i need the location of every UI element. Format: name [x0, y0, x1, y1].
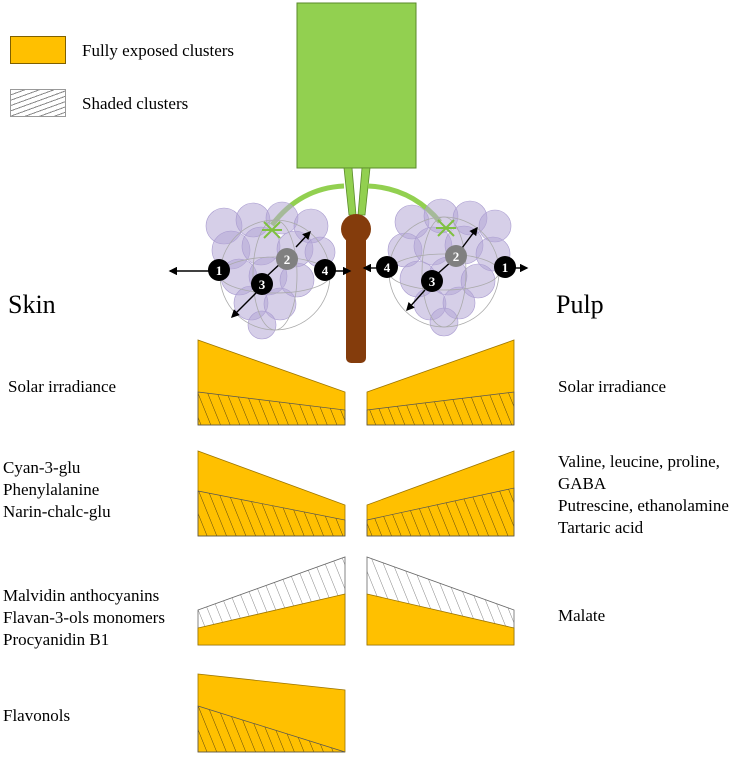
trunk-knot	[341, 214, 371, 244]
marker-3-right	[421, 270, 443, 292]
legend-label-shaded: Shaded clusters	[82, 94, 189, 113]
legend-swatch-exposed	[10, 36, 66, 64]
row1-right-shaded	[366, 391, 515, 426]
stem-left	[343, 167, 357, 216]
legend-swatch-shaded	[10, 89, 66, 117]
row2-right-label-2: GABA	[558, 474, 607, 493]
row2-right-label-1: Valine, leucine, proline,	[558, 452, 720, 471]
row3-left-label-2: Flavan-3-ols monomers	[3, 608, 165, 627]
marker-4-right-text: 4	[384, 260, 391, 275]
row3-left-label-1: Malvidin anthocyanins	[3, 586, 160, 605]
marker-1-right	[494, 256, 516, 278]
stem-right	[357, 167, 371, 216]
row4-left-shaded	[197, 705, 346, 753]
header-pulp: Pulp	[556, 290, 604, 319]
marker-2-left	[276, 248, 298, 270]
row3-right-exposed	[366, 593, 515, 646]
row2-left-shaded	[197, 490, 346, 537]
trunk	[346, 228, 366, 363]
grape-cluster-left	[205, 201, 336, 340]
marker-4-right	[376, 256, 398, 278]
marker-4-left-text: 4	[322, 263, 329, 278]
marker-2-right	[445, 245, 467, 267]
marker-1-left	[208, 259, 230, 281]
row3-right-label: Malate	[558, 606, 606, 625]
row3-left-exposed	[197, 593, 346, 646]
row1-left-label: Solar irradiance	[8, 377, 117, 396]
marker-4-left	[314, 259, 336, 281]
legend-label-exposed: Fully exposed clusters	[82, 41, 235, 60]
row3-left-label-3: Procyanidin B1	[3, 630, 110, 649]
row2-left-label-1: Cyan-3-glu	[3, 458, 81, 477]
marker-2-right-text: 2	[453, 249, 460, 264]
header-skin: Skin	[8, 290, 56, 319]
row1-left-shaded	[197, 391, 346, 426]
row2-right-shaded	[366, 487, 515, 537]
row2-left-label-2: Phenylalanine	[3, 480, 100, 499]
marker-3-left	[251, 273, 273, 295]
row2-left-label-3: Narin-chalc-glu	[3, 502, 111, 521]
marker-1-right-text: 1	[502, 260, 509, 275]
marker-3-right-text: 3	[429, 274, 436, 289]
canopy-rect	[296, 2, 417, 169]
row2-right-label-4: Tartaric acid	[558, 518, 644, 537]
peduncle-star-right	[436, 219, 456, 237]
row2-right-label-3: Putrescine, ethanolamine	[558, 496, 729, 515]
marker-3-left-text: 3	[259, 277, 266, 292]
row4-left-label: Flavonols	[3, 706, 71, 725]
row1-right-label: Solar irradiance	[558, 377, 667, 396]
grape-cluster-right	[387, 198, 512, 337]
marker-2-left-text: 2	[284, 252, 291, 267]
marker-1-left-text: 1	[216, 263, 223, 278]
peduncle-star-left	[262, 221, 282, 239]
